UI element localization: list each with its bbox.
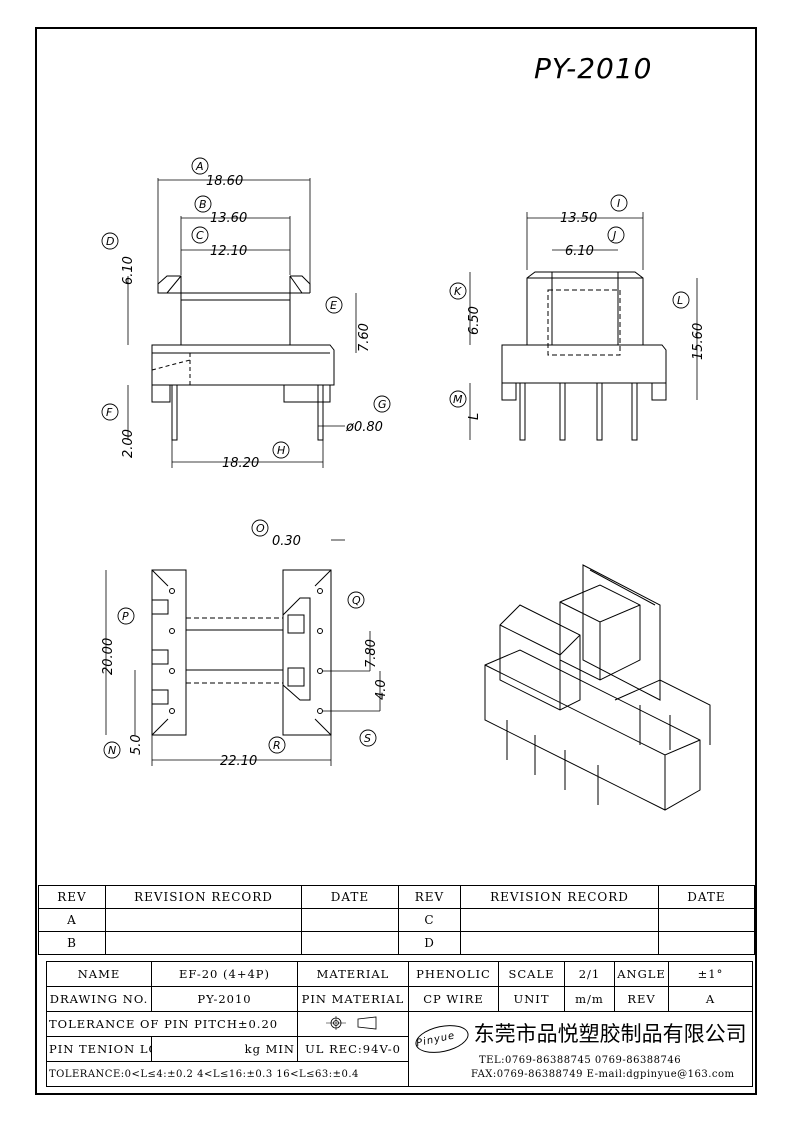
company-name: 东莞市品悦塑胶制品有限公司 — [473, 1022, 747, 1046]
scale-label: SCALE — [498, 961, 565, 987]
title-block: NAME EF-20 (4+4P) MATERIAL PHENOLIC SCAL… — [46, 961, 753, 1087]
dim-D: 6.10 — [121, 256, 136, 285]
ul-rec: UL REC:94V-0 — [297, 1036, 409, 1062]
callout-D: D — [106, 235, 114, 248]
dim-H: 18.20 — [222, 456, 259, 471]
table-cell: B — [38, 931, 106, 955]
dim-C: 12.10 — [210, 244, 247, 259]
bottom-view — [151, 569, 332, 736]
callout-P: P — [122, 610, 129, 623]
unit-value: m/m — [564, 986, 615, 1012]
table-cell — [658, 908, 755, 932]
callout-A: A — [195, 160, 204, 173]
pin-material-label: PIN MATERIAL — [297, 986, 409, 1012]
name-value: EF-20 (4+4P) — [151, 961, 298, 987]
pin-tension-value: kg MIN — [151, 1036, 298, 1062]
pin-tension-label: PIN TENION LOAD — [46, 1036, 152, 1062]
dim-L: 15.60 — [691, 323, 706, 360]
table-cell — [460, 931, 659, 955]
dimension-lines — [105, 178, 698, 766]
callout-E: E — [330, 299, 337, 312]
projection-icon — [326, 1015, 377, 1030]
company-tel: TEL:0769-86388745 0769-86388746 — [479, 1055, 682, 1066]
material-label: MATERIAL — [297, 961, 409, 987]
sheet-border — [35, 27, 757, 1095]
date-header: DATE — [658, 885, 755, 909]
callout-circles — [101, 157, 690, 759]
rev-header: REV — [38, 885, 106, 909]
company-block: Pinyue 东莞市品悦塑胶制品有限公司 TEL:0769-86388745 0… — [408, 1011, 753, 1087]
callout-O: O — [256, 522, 265, 535]
callout-S: S — [364, 732, 371, 745]
table-row: A C — [38, 908, 755, 932]
scale-value: 2/1 — [564, 961, 615, 987]
callout-R: R — [273, 739, 281, 752]
tolerance-pin-pitch: TOLERANCE OF PIN PITCH±0.20 — [46, 1011, 298, 1037]
rev-value: A — [668, 986, 753, 1012]
table-cell — [105, 908, 302, 932]
drawing-no-value: PY-2010 — [151, 986, 298, 1012]
revision-table: REV REVISION RECORD DATE REV REVISION RE… — [38, 885, 755, 955]
dim-Q: 7.80 — [364, 639, 379, 668]
material-value: PHENOLIC — [408, 961, 499, 987]
drawing-no-label: DRAWING NO. — [46, 986, 152, 1012]
dim-B: 13.60 — [210, 211, 247, 226]
table-cell — [658, 931, 755, 955]
pin-material-value: CP WIRE — [408, 986, 499, 1012]
projection-symbol — [297, 1011, 409, 1037]
tolerance-line: TOLERANCE:0<L≤4:±0.2 4<L≤16:±0.3 16<L≤63… — [46, 1061, 409, 1087]
callout-M: M — [453, 393, 463, 406]
table-cell — [301, 931, 399, 955]
table-cell — [460, 908, 659, 932]
dim-E: 7.60 — [357, 323, 372, 352]
dim-F: 2.00 — [121, 429, 136, 458]
table-cell — [105, 931, 302, 955]
table-row: B D — [38, 931, 755, 955]
rev-label: REV — [614, 986, 669, 1012]
company-logo: Pinyue — [412, 1020, 472, 1058]
dim-J: 6.10 — [565, 244, 594, 259]
callout-K: K — [454, 285, 462, 298]
callout-G: G — [378, 398, 387, 411]
callout-B: B — [199, 198, 207, 211]
callout-J: J — [611, 229, 616, 242]
dim-I: 13.50 — [560, 211, 597, 226]
table-cell — [301, 908, 399, 932]
name-label: NAME — [46, 961, 152, 987]
table-cell: C — [398, 908, 461, 932]
dim-M: L — [467, 413, 482, 420]
callout-N: N — [108, 744, 116, 757]
callout-Q: Q — [352, 594, 361, 607]
dim-R: 22.10 — [220, 754, 257, 769]
dim-N: 5.0 — [129, 734, 144, 755]
dim-K: 6.50 — [467, 306, 482, 335]
callout-L: L — [677, 294, 683, 307]
table-cell: D — [398, 931, 461, 955]
side-view — [501, 271, 667, 441]
company-fax: FAX:0769-86388749 E-mail:dgpinyue@163.co… — [471, 1069, 735, 1080]
callout-H: H — [277, 444, 285, 457]
dim-P: 20.00 — [101, 638, 116, 675]
date-header: DATE — [301, 885, 399, 909]
revision-record-header: REVISION RECORD — [105, 885, 302, 909]
dim-A: 18.60 — [206, 174, 243, 189]
unit-label: UNIT — [498, 986, 565, 1012]
dim-S: 4.0 — [374, 679, 389, 700]
table-cell: A — [38, 908, 106, 932]
callout-F: F — [106, 406, 113, 419]
callout-C: C — [196, 229, 204, 242]
isometric-view — [484, 564, 711, 811]
angle-value: ±1° — [668, 961, 753, 987]
dim-O: 0.30 — [272, 534, 301, 549]
revision-record-header: REVISION RECORD — [460, 885, 659, 909]
angle-label: ANGLE — [614, 961, 669, 987]
drawing-title: PY-2010 — [534, 52, 653, 85]
rev-header: REV — [398, 885, 461, 909]
front-view — [151, 275, 335, 441]
dim-G: ø0.80 — [345, 420, 383, 435]
callout-I: I — [617, 197, 620, 210]
